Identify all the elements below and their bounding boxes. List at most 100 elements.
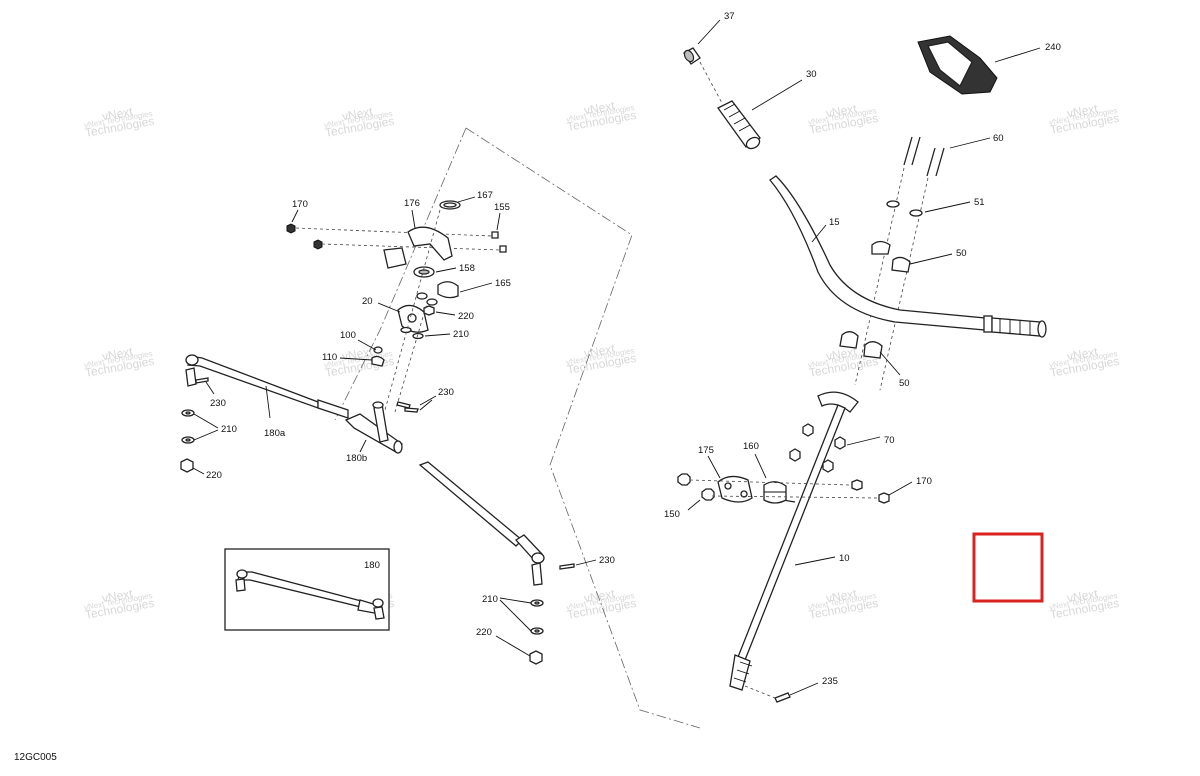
callout-167: 167: [477, 190, 493, 201]
part-240-handlebar-pad[interactable]: [917, 35, 998, 95]
part-100-fitting[interactable]: [373, 346, 383, 354]
part-180a-tie-rod-left[interactable]: [185, 354, 349, 419]
callout-176: 176: [404, 198, 420, 209]
part-tie-rod-right[interactable]: [418, 461, 545, 586]
callout-60: 60: [993, 133, 1004, 144]
inset-180-tie-rod-assembly[interactable]: 180: [224, 548, 390, 631]
svg-text:vNext: vNext: [1066, 101, 1099, 120]
callout-210: 210: [482, 594, 498, 605]
callout-175: 175: [698, 445, 714, 456]
part-165-bushings[interactable]: [416, 281, 459, 306]
callout-50: 50: [899, 378, 910, 389]
watermark: vNext Technologies vNext Technologies: [1048, 344, 1120, 379]
assembly-boundary-line: [465, 127, 701, 729]
watermarks: vNext Technologies vNext Technologies vN…: [83, 98, 1120, 621]
part-210-washers[interactable]: [181, 409, 195, 444]
callout-10: 10: [839, 553, 850, 564]
callout-180a: 180a: [264, 428, 286, 439]
svg-text:vNext: vNext: [1066, 586, 1099, 605]
callout-15: 15: [829, 217, 840, 228]
part-220-nut[interactable]: [180, 458, 194, 473]
callout-100: 100: [340, 330, 356, 341]
watermark: vNext Technologies vNext Technologies: [1048, 586, 1120, 621]
callout-235: 235: [822, 676, 838, 687]
svg-text:vNext: vNext: [101, 344, 134, 363]
callout-110: 110: [322, 352, 337, 363]
watermark: vNext Technologies vNext Technologies: [807, 586, 879, 621]
part-30-grip[interactable]: [717, 100, 762, 151]
callout-230: 230: [210, 398, 226, 409]
callout-150: 150: [664, 509, 680, 520]
callout-210: 210: [453, 329, 469, 340]
part-235-cotter-pin[interactable]: [774, 692, 791, 703]
callout-51: 51: [974, 197, 985, 208]
watermark: vNext Technologies vNext Technologies: [565, 341, 637, 376]
callout-30: 30: [806, 69, 817, 80]
callout-50: 50: [956, 248, 967, 259]
part-37-end-plug[interactable]: [683, 47, 701, 65]
callout-20: 20: [362, 296, 373, 307]
part-110-washer[interactable]: [371, 355, 385, 367]
svg-text:vNext: vNext: [583, 98, 616, 117]
svg-text:vNext: vNext: [341, 104, 374, 123]
watermark: vNext Technologies vNext Technologies: [83, 344, 155, 379]
part-220-nut[interactable]: [529, 650, 543, 665]
part-230-cotter-pin[interactable]: [396, 401, 419, 413]
part-170-nuts[interactable]: [851, 479, 890, 504]
callout-170: 170: [292, 199, 308, 210]
assembly-boundary-line: [334, 127, 467, 421]
part-51-washers[interactable]: [886, 200, 923, 217]
part-210-washers[interactable]: [400, 326, 424, 340]
svg-text:vNext: vNext: [583, 341, 616, 360]
watermark: vNext Technologies vNext Technologies: [83, 586, 155, 621]
svg-text:vNext: vNext: [101, 586, 134, 605]
part-150-bolts[interactable]: [677, 473, 715, 501]
svg-text:vNext: vNext: [1066, 344, 1099, 363]
callout-155: 155: [494, 202, 510, 213]
callout-170: 170: [916, 476, 932, 487]
part-60-bolts[interactable]: [903, 136, 945, 177]
watermark: vNext Technologies vNext Technologies: [565, 98, 637, 133]
callout-180: 180: [364, 560, 380, 571]
svg-text:vNext: vNext: [825, 101, 858, 120]
part-50-lower-clamp[interactable]: [839, 331, 883, 359]
watermark: vNext Technologies vNext Technologies: [323, 104, 395, 139]
part-176-bracket[interactable]: [407, 226, 453, 261]
callout-230: 230: [599, 555, 615, 566]
part-160-bushing[interactable]: [763, 481, 787, 504]
callout-240: 240: [1045, 42, 1061, 53]
watermark: vNext Technologies vNext Technologies: [807, 101, 879, 136]
part-167-seal-ring[interactable]: [439, 200, 461, 210]
callout-220: 220: [458, 311, 474, 322]
part-70-nuts[interactable]: [789, 423, 846, 473]
part-158-bearing[interactable]: [383, 247, 435, 278]
part-50-upper-clamp[interactable]: [871, 240, 911, 273]
callout-230: 230: [438, 387, 454, 398]
svg-text:vNext: vNext: [825, 344, 858, 363]
part-230-cotter-pin[interactable]: [559, 563, 575, 570]
svg-text:vNext: vNext: [583, 586, 616, 605]
part-15-handlebar[interactable]: [769, 175, 1047, 338]
part-10-steering-column[interactable]: [729, 391, 859, 691]
watermark: vNext Technologies vNext Technologies: [1048, 101, 1120, 136]
callout-158: 158: [459, 263, 475, 274]
callout-220: 220: [476, 627, 492, 638]
callout-37: 37: [724, 11, 735, 22]
svg-text:vNext: vNext: [101, 104, 134, 123]
part-175-bracket[interactable]: [717, 475, 753, 503]
callout-210: 210: [221, 424, 237, 435]
part-180b-center-link[interactable]: [344, 401, 403, 454]
part-210-washers[interactable]: [530, 599, 544, 635]
highlight-box[interactable]: [972, 532, 1044, 603]
part-230-cotter-pin[interactable]: [195, 377, 209, 384]
part-170-nuts[interactable]: [286, 223, 323, 250]
callout-220: 220: [206, 470, 222, 481]
part-155-bolts[interactable]: [491, 231, 507, 253]
svg-text:vNext: vNext: [825, 586, 858, 605]
callout-165: 165: [495, 278, 511, 289]
callout-160: 160: [743, 441, 759, 452]
watermark: vNext Technologies vNext Technologies: [83, 104, 155, 139]
drawing-code: 12GC005: [14, 752, 57, 763]
watermark: vNext Technologies vNext Technologies: [565, 586, 637, 621]
